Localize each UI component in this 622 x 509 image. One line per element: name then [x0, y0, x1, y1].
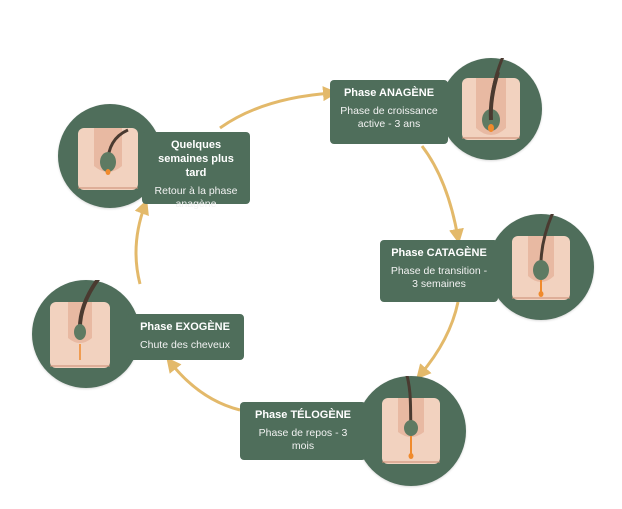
- anagene-card: Phase ANAGÈNE Phase de croissance active…: [330, 80, 448, 144]
- catagene-follicle-illustration: [488, 214, 594, 320]
- telogene-card: Phase TÉLOGÈNE Phase de repos - 3 mois: [240, 402, 366, 460]
- catagene-card: Phase CATAGÈNE Phase de transition - 3 s…: [380, 240, 498, 302]
- telogene-follicle-illustration: [356, 376, 466, 486]
- arrow-to-quelques: [134, 199, 149, 285]
- catagene-desc: Phase de transition - 3 semaines: [390, 265, 488, 290]
- anagene-follicle-illustration: [440, 58, 542, 160]
- quelques-semaines-desc: Retour à la phase anagène: [154, 185, 238, 210]
- quelques-semaines-title: Quelques semaines plus tard: [158, 139, 234, 179]
- telogene-desc: Phase de repos - 3 mois: [258, 427, 348, 452]
- arrow-to-exogene: [166, 357, 241, 412]
- arrow-to-anagene: [219, 86, 338, 130]
- arrow-to-catagene: [420, 145, 464, 244]
- anagene-title: Phase ANAGÈNE: [343, 87, 435, 99]
- exogene-card: Phase EXOGÈNE Chute des cheveux: [126, 314, 244, 360]
- arrow-to-telogene: [416, 301, 460, 380]
- quelques-semaines-card: Quelques semaines plus tard Retour à la …: [142, 132, 250, 210]
- exogene-follicle-illustration: [32, 280, 140, 388]
- telogene-title: Phase TÉLOGÈNE: [255, 409, 351, 421]
- exogene-desc: Chute des cheveux: [140, 339, 230, 351]
- anagene-desc: Phase de croissance active - 3 ans: [340, 105, 438, 130]
- catagene-title: Phase CATAGÈNE: [391, 247, 487, 259]
- exogene-title: Phase EXOGÈNE: [140, 321, 230, 333]
